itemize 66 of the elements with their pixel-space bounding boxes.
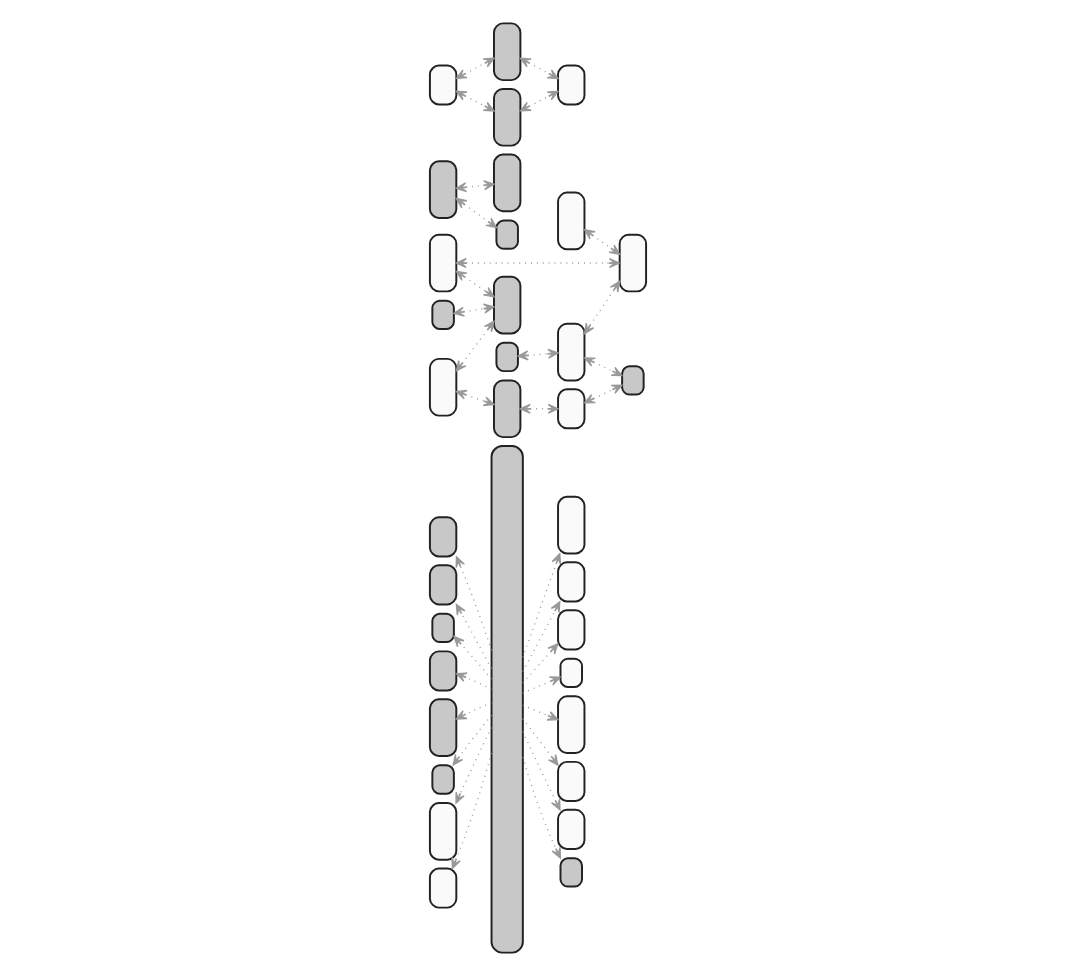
arrow (522, 643, 559, 684)
arrow (522, 704, 559, 721)
arrow (452, 714, 493, 766)
arrow (455, 389, 495, 407)
arrow (583, 357, 623, 377)
node-box (493, 22, 522, 82)
node-box (557, 808, 586, 850)
arrow (522, 676, 561, 694)
node-box (428, 64, 458, 106)
arrow (455, 57, 495, 80)
arrow (455, 702, 492, 720)
node-box (493, 87, 522, 147)
node-box (428, 802, 458, 861)
node-box (557, 388, 586, 430)
node-box (431, 764, 455, 795)
node-box (559, 857, 583, 888)
node-box (557, 191, 586, 251)
node-box (493, 275, 522, 335)
arrow (517, 348, 559, 361)
arrow (583, 280, 621, 335)
node-box (559, 657, 583, 689)
arrow (519, 90, 559, 112)
arrow (455, 90, 495, 112)
node-box (618, 233, 648, 293)
node-box (557, 495, 586, 555)
arrow (522, 756, 561, 859)
arrow (453, 635, 493, 680)
node-box (431, 299, 455, 331)
arrow (522, 553, 562, 658)
node-box (428, 698, 458, 757)
node-box (557, 64, 586, 106)
node-box (428, 867, 458, 909)
arrow (455, 257, 620, 269)
node-box (431, 612, 455, 644)
node-box (493, 153, 522, 213)
arrow (455, 603, 492, 670)
node-box (557, 695, 586, 755)
node-bar (490, 444, 524, 954)
node-box (495, 341, 519, 373)
arrow (455, 672, 492, 690)
node-box (428, 564, 458, 606)
node-box (493, 379, 522, 439)
arrow (455, 270, 495, 298)
node-box (557, 561, 586, 603)
arrow (519, 57, 559, 80)
arrow (455, 180, 495, 193)
arrow (453, 303, 495, 317)
arrow (522, 718, 559, 766)
node-box (428, 650, 458, 692)
arrow (455, 197, 498, 229)
arrow (583, 229, 621, 255)
node-box (495, 219, 519, 250)
node-box (428, 516, 458, 558)
node-box (557, 609, 586, 651)
node-box (428, 233, 458, 293)
node-box (557, 322, 586, 382)
arrow (522, 601, 561, 673)
node-box (428, 357, 458, 417)
node-box (621, 365, 645, 396)
node-box (557, 760, 586, 802)
arrow (451, 752, 493, 869)
arrow (583, 384, 623, 404)
arrow (455, 726, 493, 804)
node-box (428, 160, 458, 219)
arrow (455, 320, 495, 372)
arrow (522, 730, 561, 811)
